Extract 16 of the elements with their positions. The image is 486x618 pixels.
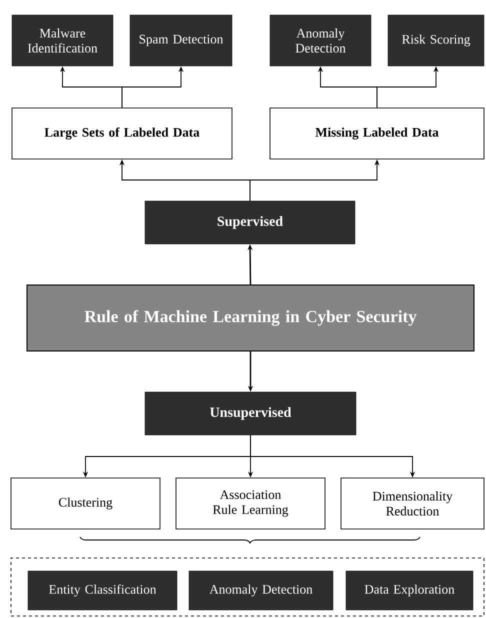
title-box: Rule of Machine Learning in Cyber Security (26, 284, 474, 352)
application-box: Anomaly Detection (188, 570, 334, 610)
application-box: Spam Detection (130, 14, 232, 66)
category-box: Large Sets of Labeled Data (12, 108, 232, 160)
dashed-group-box (10, 558, 484, 616)
application-box: Risk Scoring (388, 14, 484, 66)
method-box: Unsupervised (144, 392, 356, 436)
category-box: Missing Labeled Data (270, 108, 484, 160)
application-box: Data Exploration (346, 570, 474, 610)
application-box: Malware Identification (12, 14, 114, 66)
technique-box: Clustering (10, 478, 160, 530)
application-box: Anomaly Detection (270, 14, 372, 66)
application-box: Entity Classification (28, 570, 178, 610)
technique-box: Association Rule Learning (176, 478, 326, 530)
technique-box: Dimensionality Reduction (340, 478, 484, 530)
method-box: Supervised (144, 200, 356, 244)
